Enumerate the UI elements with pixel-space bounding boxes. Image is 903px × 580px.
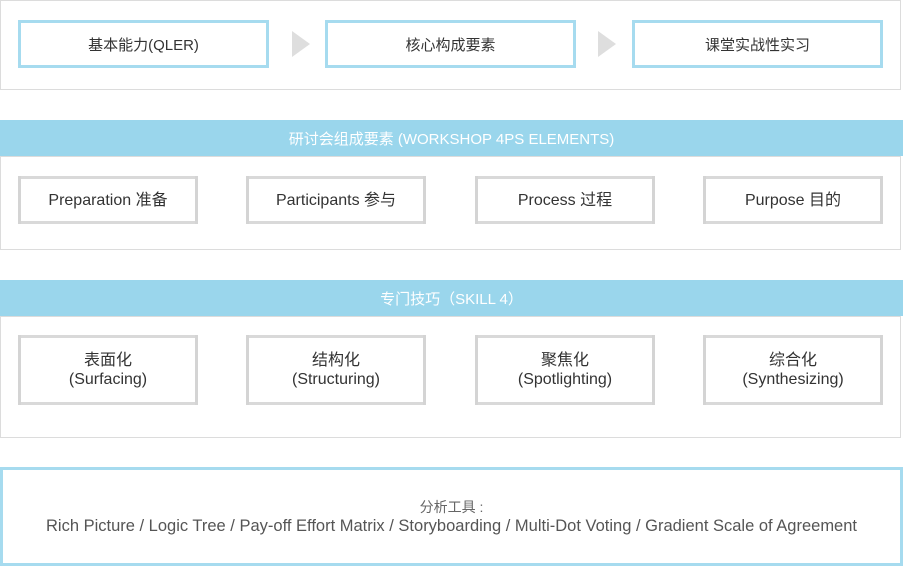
skill-item-synthesizing: 综合化 (Synthesizing) [703,335,883,405]
workshop-item-label: Purpose 目的 [744,191,842,209]
flow-step-label: 课堂实战性实习 [704,36,810,54]
skill-item-cn: 表面化 [83,352,132,369]
skill-item-spotlighting: 聚焦化 (Spotlighting) [475,335,655,405]
workshop-item-label: Participants 参与 [275,191,397,209]
skill-item-en: (Surfacing) [68,371,148,388]
skill-item-en: (Synthesizing) [742,371,844,388]
flow-step-qler: 基本能力(QLER) [18,20,269,68]
skill-banner: 专门技巧（SKILL 4） [0,280,903,316]
workshop-item-label: Process 过程 [517,191,613,209]
skill-item-cn: 聚焦化 [540,352,589,369]
workshop-banner: 研讨会组成要素 (WORKSHOP 4PS ELEMENTS) [0,120,903,156]
workshop-item-process: Process 过程 [475,176,655,224]
analysis-tools-title: 分析工具 : [419,499,484,515]
analysis-tools-list: Rich Picture / Logic Tree / Pay-off Effo… [45,517,857,535]
chevron-right-icon [292,31,310,57]
workshop-item-participants: Participants 参与 [246,176,426,224]
skill-item-cn: 结构化 [311,352,360,369]
skill-item-en: (Structuring) [291,371,381,388]
flow-step-label: 基本能力(QLER) [88,36,199,54]
workshop-item-preparation: Preparation 准备 [18,176,198,224]
skill-item-cn: 综合化 [768,352,817,369]
chevron-right-icon [598,31,616,57]
workshop-item-purpose: Purpose 目的 [703,176,883,224]
flow-step-label: 核心构成要素 [405,36,496,54]
skill-item-structuring: 结构化 (Structuring) [246,335,426,405]
workshop-item-label: Preparation 准备 [48,191,168,209]
analysis-tools-box: 分析工具 : Rich Picture / Logic Tree / Pay-o… [0,467,903,566]
skill-banner-text: 专门技巧（SKILL 4） [380,290,523,308]
skill-item-surfacing: 表面化 (Surfacing) [18,335,198,405]
workshop-banner-text: 研讨会组成要素 (WORKSHOP 4PS ELEMENTS) [288,130,615,148]
skill-item-en: (Spotlighting) [517,371,613,388]
flow-step-core: 核心构成要素 [325,20,576,68]
flow-step-practice: 课堂实战性实习 [632,20,883,68]
